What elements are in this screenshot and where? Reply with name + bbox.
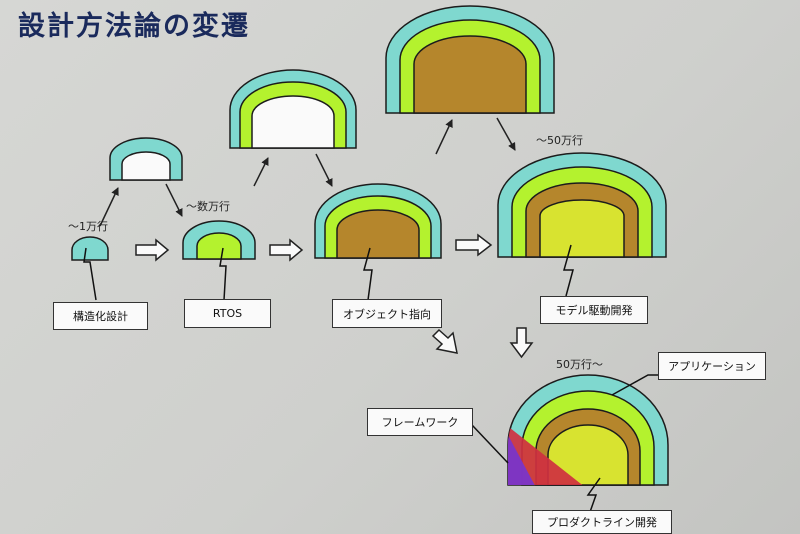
label-application: アプリケーション: [658, 352, 766, 380]
block-arrows: [135, 233, 534, 359]
callout-lines: [83, 244, 662, 513]
arch-object-oriented: [314, 183, 442, 259]
arch-suman: [182, 220, 256, 260]
arch-product-line: [507, 374, 669, 486]
size-label-1man: ～1万行: [68, 220, 108, 233]
arch-rtos-upper: [229, 69, 357, 149]
label-model-driven: モデル駆動開発: [540, 296, 648, 324]
size-label-50man: ～50万行: [536, 134, 583, 147]
arch-1man: [71, 236, 109, 261]
size-label-50man-plus: 50万行～: [556, 358, 603, 371]
page-title: 設計方法論の変遷: [18, 11, 250, 42]
flow-arrows: [99, 117, 516, 227]
label-product-line: プロダクトライン開発: [532, 510, 672, 534]
label-rtos: RTOS: [184, 299, 271, 328]
arch-structured-upper: [109, 137, 183, 181]
arch-model-driven: [497, 152, 667, 258]
size-label-suman: ～数万行: [186, 200, 230, 213]
label-object-oriented: オブジェクト指向: [332, 299, 442, 328]
label-framework: フレームワーク: [367, 408, 473, 436]
label-structured-design: 構造化設計: [53, 302, 148, 330]
arch-top-large: [385, 5, 555, 114]
